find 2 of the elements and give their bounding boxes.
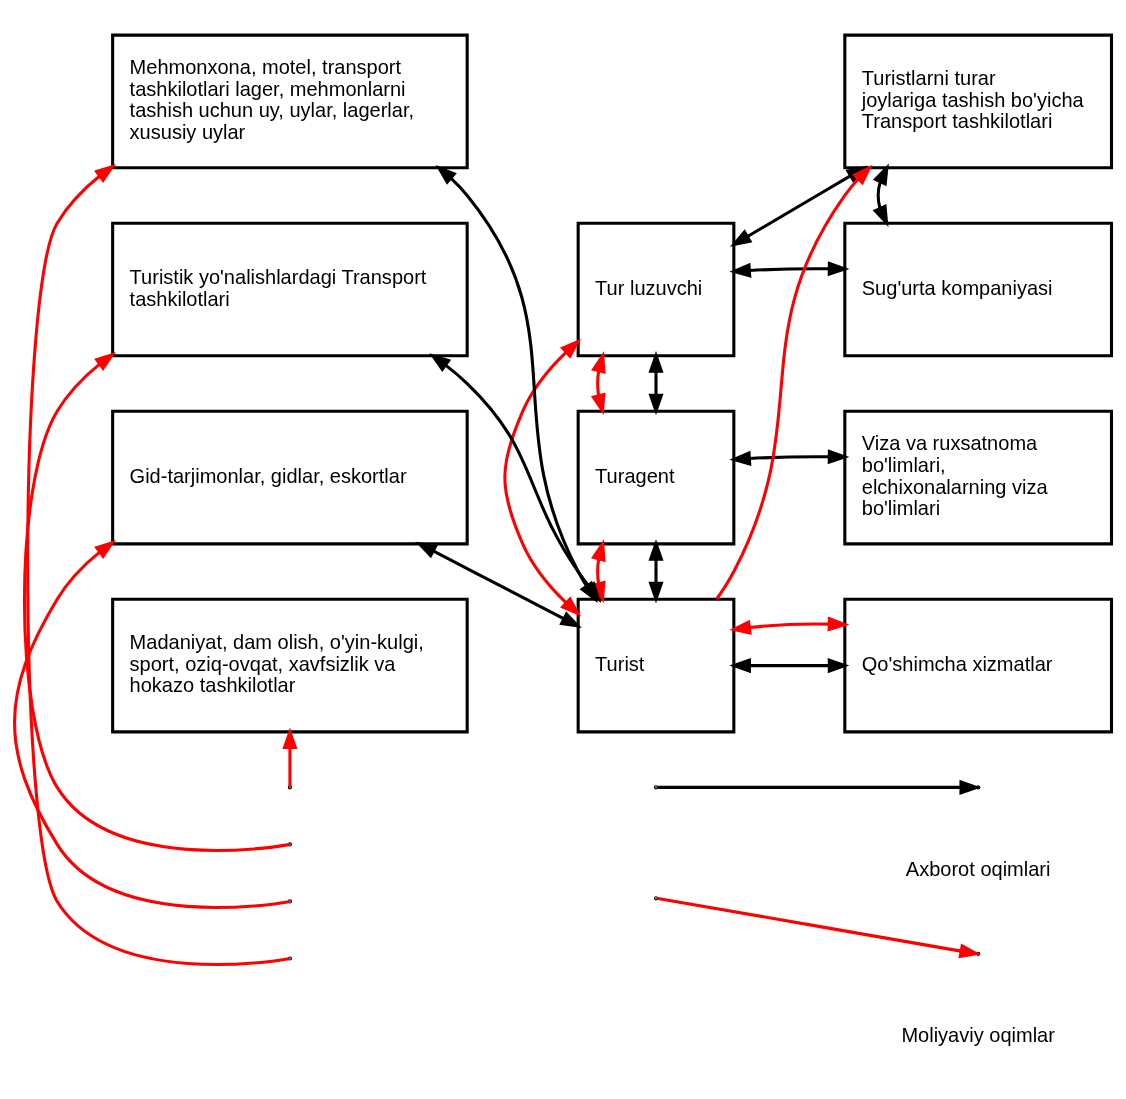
legend-label: Axborot oqimlari	[905, 857, 1051, 880]
legend-label: Moliyaviy oqimlar	[901, 1023, 1055, 1046]
